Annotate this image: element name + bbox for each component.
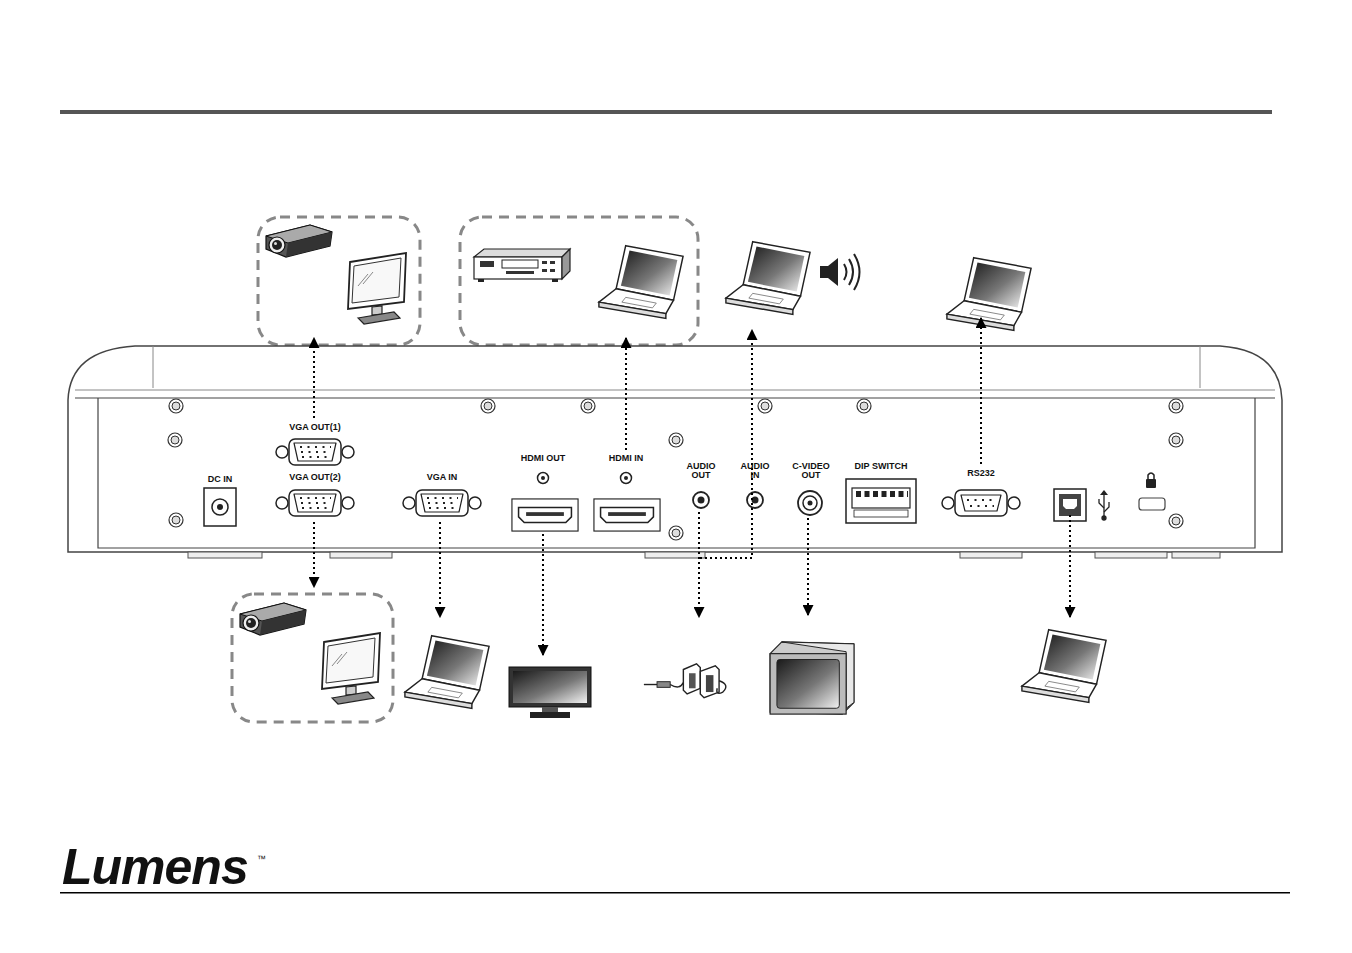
ports bbox=[204, 439, 1165, 531]
screw bbox=[168, 399, 1183, 540]
brand-logo: Lumens bbox=[62, 842, 258, 892]
port-label: AUDIO OUT bbox=[682, 462, 720, 481]
port-label: VGA IN bbox=[412, 473, 472, 482]
port-label: AUDIO IN bbox=[736, 462, 774, 481]
header-rule bbox=[60, 110, 1272, 114]
port-label: DIP SWITCH bbox=[846, 462, 916, 471]
trademark-mark: ™ bbox=[257, 855, 273, 864]
port-label: RS232 bbox=[956, 469, 1006, 478]
port-label: HDMI IN bbox=[596, 454, 656, 463]
port-label: HDMI OUT bbox=[513, 454, 573, 463]
port-label: DC IN bbox=[195, 475, 245, 484]
port-label: C-VIDEO OUT bbox=[786, 462, 836, 481]
footer-rule bbox=[60, 892, 1290, 894]
port-label: VGA OUT(1) bbox=[279, 423, 351, 432]
port-label: VGA OUT(2) bbox=[279, 473, 351, 482]
cable-arrow bbox=[314, 318, 1070, 655]
document-camera-housing bbox=[68, 346, 1282, 558]
